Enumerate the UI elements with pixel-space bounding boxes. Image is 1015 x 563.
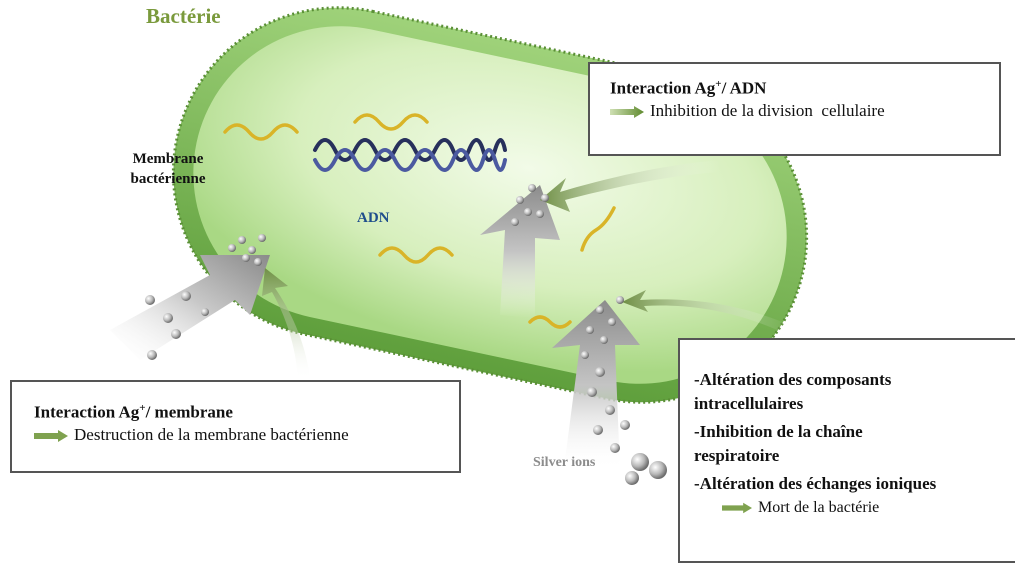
intracellular-effects-box: -Altération des composants intracellulai… bbox=[678, 338, 1015, 563]
dna-label: ADN bbox=[357, 210, 390, 227]
effect-line-4: respiratoire bbox=[694, 442, 1015, 470]
effect-arrow-icon bbox=[610, 106, 644, 118]
dna-interaction-title: Interaction Ag+/ ADN bbox=[610, 78, 999, 99]
membrane-interaction-effect: Destruction de la membrane bactérienne bbox=[34, 425, 459, 445]
effect-arrow-icon bbox=[34, 430, 68, 442]
membrane-label-line1: Membrane bbox=[103, 149, 233, 169]
silver-ions-label: Silver ions bbox=[533, 455, 595, 471]
membrane-flux-arrow bbox=[110, 255, 270, 360]
dna-interaction-effect: Inhibition de la division cellulaire bbox=[610, 101, 999, 121]
membrane-interaction-title: Interaction Ag+/ membrane bbox=[34, 402, 459, 423]
bacteria-title: Bactérie bbox=[146, 4, 221, 29]
death-effect: Mort de la bactérie bbox=[694, 494, 1015, 522]
membrane-label-line2: bactérienne bbox=[103, 169, 233, 189]
membrane-interaction-box: Interaction Ag+/ membrane Destruction de… bbox=[10, 380, 461, 473]
effect-arrow-icon bbox=[722, 502, 752, 514]
membrane-label: Membrane bactérienne bbox=[103, 149, 233, 189]
dna-interaction-box: Interaction Ag+/ ADN Inhibition de la di… bbox=[588, 62, 1001, 156]
effect-line-2: intracellulaires bbox=[694, 390, 1015, 418]
